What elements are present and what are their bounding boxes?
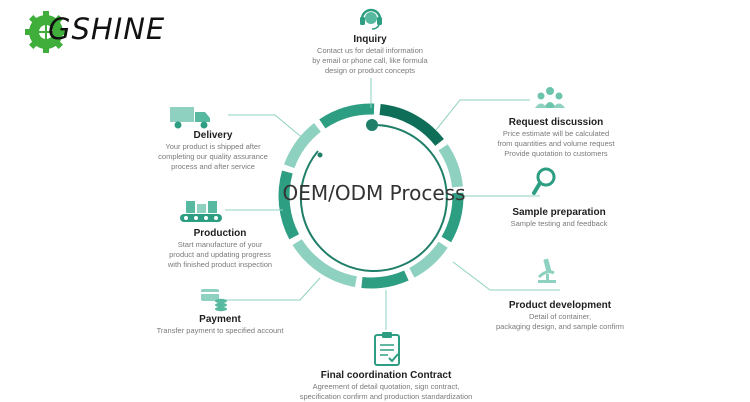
step-desc: Agreement of detail quotation, sign cont… bbox=[312, 382, 460, 391]
magnifier-icon bbox=[532, 167, 556, 195]
step-desc: from quantities and volume request bbox=[497, 139, 615, 148]
step-desc: Detail of container, bbox=[528, 312, 592, 321]
ring-segment bbox=[379, 104, 444, 146]
step-sample-preparation: Sample preparation Sample testing and fe… bbox=[484, 207, 634, 229]
step-product-development: Product development Detail of container,… bbox=[470, 300, 650, 332]
ring-segment bbox=[438, 144, 463, 188]
ring-segment bbox=[319, 103, 375, 129]
ring-segment bbox=[278, 170, 300, 240]
step-title: Sample preparation bbox=[512, 207, 606, 218]
clipboard-icon bbox=[374, 332, 400, 366]
step-desc: Contact us for detail information bbox=[317, 46, 423, 55]
step-title: Payment bbox=[199, 314, 241, 325]
step-title: Inquiry bbox=[353, 34, 387, 45]
connector-delivery bbox=[228, 114, 306, 141]
microscope-icon bbox=[537, 258, 556, 283]
conveyor-icon bbox=[180, 201, 222, 222]
step-desc: Sample testing and feedback bbox=[510, 219, 608, 228]
step-title: Final coordination Contract bbox=[320, 370, 452, 381]
inner-progress-arc bbox=[299, 123, 448, 272]
ring-segment bbox=[292, 239, 358, 288]
step-title: Delivery bbox=[193, 130, 233, 141]
step-title: Production bbox=[193, 228, 247, 239]
ring-segment bbox=[409, 241, 448, 278]
center-title: OEM/ODM Process bbox=[282, 181, 466, 205]
connector-development bbox=[452, 261, 560, 291]
step-desc: Price estimate will be calculated bbox=[502, 129, 610, 138]
step-delivery: Delivery Your product is shipped after c… bbox=[138, 130, 288, 172]
step-desc: Start manufacture of your bbox=[177, 240, 263, 249]
people-icon bbox=[535, 87, 565, 108]
payment-icon bbox=[201, 289, 227, 312]
step-production: Production Start manufacture of your pro… bbox=[145, 228, 295, 270]
step-title: Request discussion bbox=[508, 117, 604, 128]
ring-segment bbox=[441, 192, 464, 243]
headset-icon bbox=[360, 8, 382, 30]
inner-arc-dot bbox=[366, 119, 378, 131]
step-desc: completing our quality assurance bbox=[158, 152, 268, 161]
step-desc: Provide quotation to customers bbox=[504, 149, 608, 158]
step-desc: with finished product inspection bbox=[167, 260, 273, 269]
ring-segment bbox=[361, 270, 409, 289]
step-desc: packaging design, and sample confirm bbox=[496, 322, 624, 331]
step-request-discussion: Request discussion Price estimate will b… bbox=[476, 117, 636, 159]
step-desc: by email or phone call, like formula bbox=[312, 56, 428, 65]
step-desc: specification confirm and production sta… bbox=[299, 392, 473, 401]
connector-payment bbox=[225, 277, 321, 301]
gshine-logo bbox=[25, 11, 67, 53]
step-desc: design or product concepts bbox=[324, 66, 416, 75]
step-desc: Transfer payment to specified account bbox=[156, 326, 284, 335]
step-title: Product development bbox=[508, 300, 612, 311]
step-payment: Payment Transfer payment to specified ac… bbox=[140, 314, 300, 336]
step-desc: product and updating progress bbox=[169, 250, 271, 259]
connector-request bbox=[435, 99, 530, 131]
truck-icon bbox=[170, 107, 210, 129]
step-inquiry: Inquiry Contact us for detail informatio… bbox=[300, 34, 440, 76]
brand-name: GSHINE bbox=[48, 12, 166, 46]
step-desc: Your product is shipped after bbox=[165, 142, 261, 151]
ring-segment bbox=[284, 123, 321, 169]
step-final-contract: Final coordination Contract Agreement of… bbox=[286, 370, 486, 402]
step-desc: process and after service bbox=[171, 162, 255, 171]
